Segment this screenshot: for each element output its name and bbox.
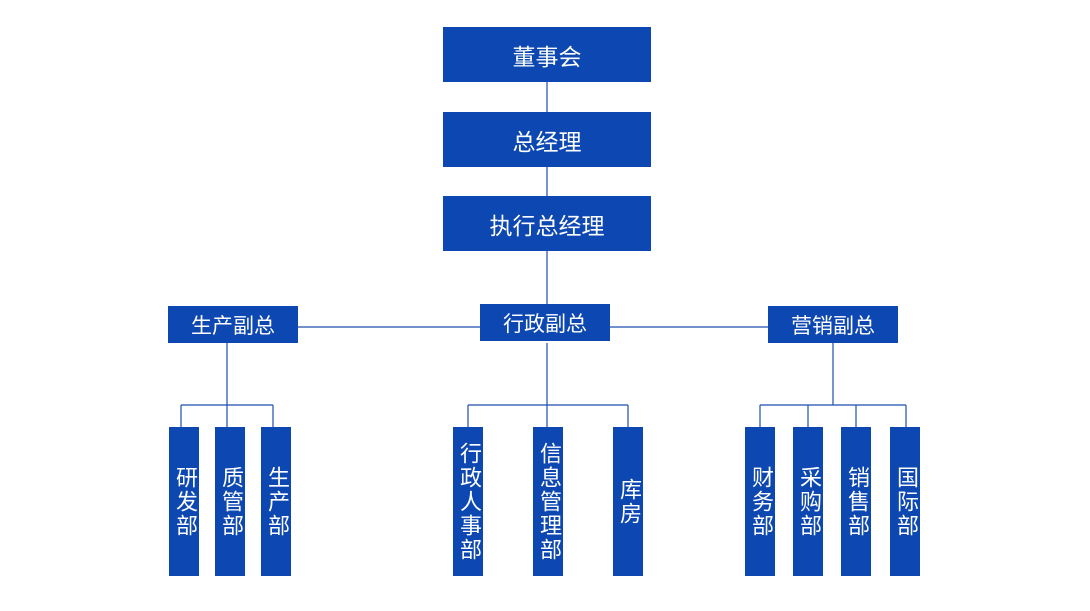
dept-label: 采购部	[796, 465, 821, 538]
dept-label: 生产部	[264, 465, 289, 538]
dept-label: 销售部	[844, 465, 869, 538]
dept-label: 质管部	[218, 465, 243, 538]
dept-node: 研发部	[169, 427, 199, 576]
dept-label: 研发部	[172, 465, 197, 538]
dept-node: 财务部	[745, 427, 775, 576]
dept-label: 信息管理部	[536, 441, 561, 562]
dept-label: 库房	[616, 477, 641, 526]
vp-admin-node: 行政副总	[480, 304, 610, 341]
dept-node: 销售部	[841, 427, 871, 576]
vp-sales-label: 营销副总	[791, 313, 875, 338]
dept-node: 质管部	[215, 427, 245, 576]
executive-general-manager-node: 执行总经理	[443, 196, 651, 251]
vp-production-node: 生产副总	[168, 306, 298, 343]
general-manager-label: 总经理	[512, 129, 582, 156]
vp-admin-label: 行政副总	[503, 311, 587, 336]
vp-sales-node: 营销副总	[768, 306, 898, 343]
executive-general-manager-label: 执行总经理	[489, 213, 605, 240]
board-label: 董事会	[512, 44, 582, 71]
board-node: 董事会	[443, 27, 651, 82]
dept-node: 库房	[613, 427, 643, 576]
general-manager-node: 总经理	[443, 112, 651, 167]
dept-label: 国际部	[893, 465, 918, 538]
dept-label: 行政人事部	[456, 441, 481, 562]
dept-label: 财务部	[748, 465, 773, 538]
dept-node: 行政人事部	[453, 427, 483, 576]
dept-node: 采购部	[793, 427, 823, 576]
vp-production-label: 生产副总	[191, 313, 275, 338]
dept-node: 生产部	[261, 427, 291, 576]
dept-node: 信息管理部	[533, 427, 563, 576]
dept-node: 国际部	[890, 427, 920, 576]
